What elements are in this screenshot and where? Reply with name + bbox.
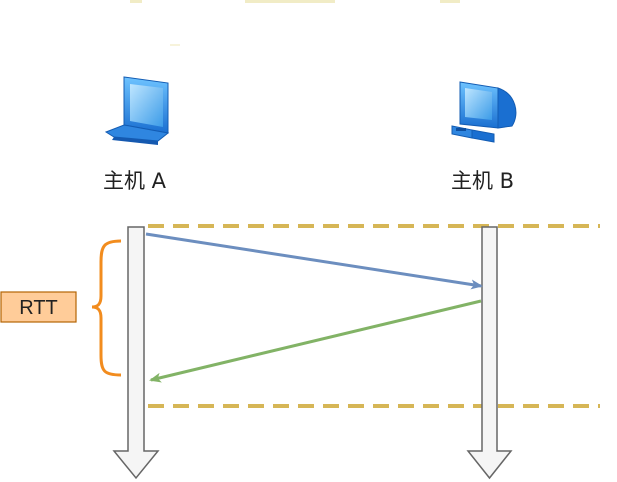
- host-b-timeline: [466, 226, 513, 480]
- host-a-timeline: [112, 226, 160, 480]
- rtt-brace: [91, 239, 122, 377]
- return-arrow: [149, 299, 482, 383]
- rtt-box: [0, 291, 77, 323]
- top-cropped-artifacts: [130, 0, 460, 46]
- laptop-icon: [104, 76, 170, 145]
- desktop-computer-icon: [451, 81, 517, 143]
- send-arrow: [145, 232, 483, 290]
- rtt-label: RTT: [19, 297, 58, 319]
- host-b-label: 主机 B: [451, 169, 514, 193]
- host-a-label: 主机 A: [103, 169, 167, 193]
